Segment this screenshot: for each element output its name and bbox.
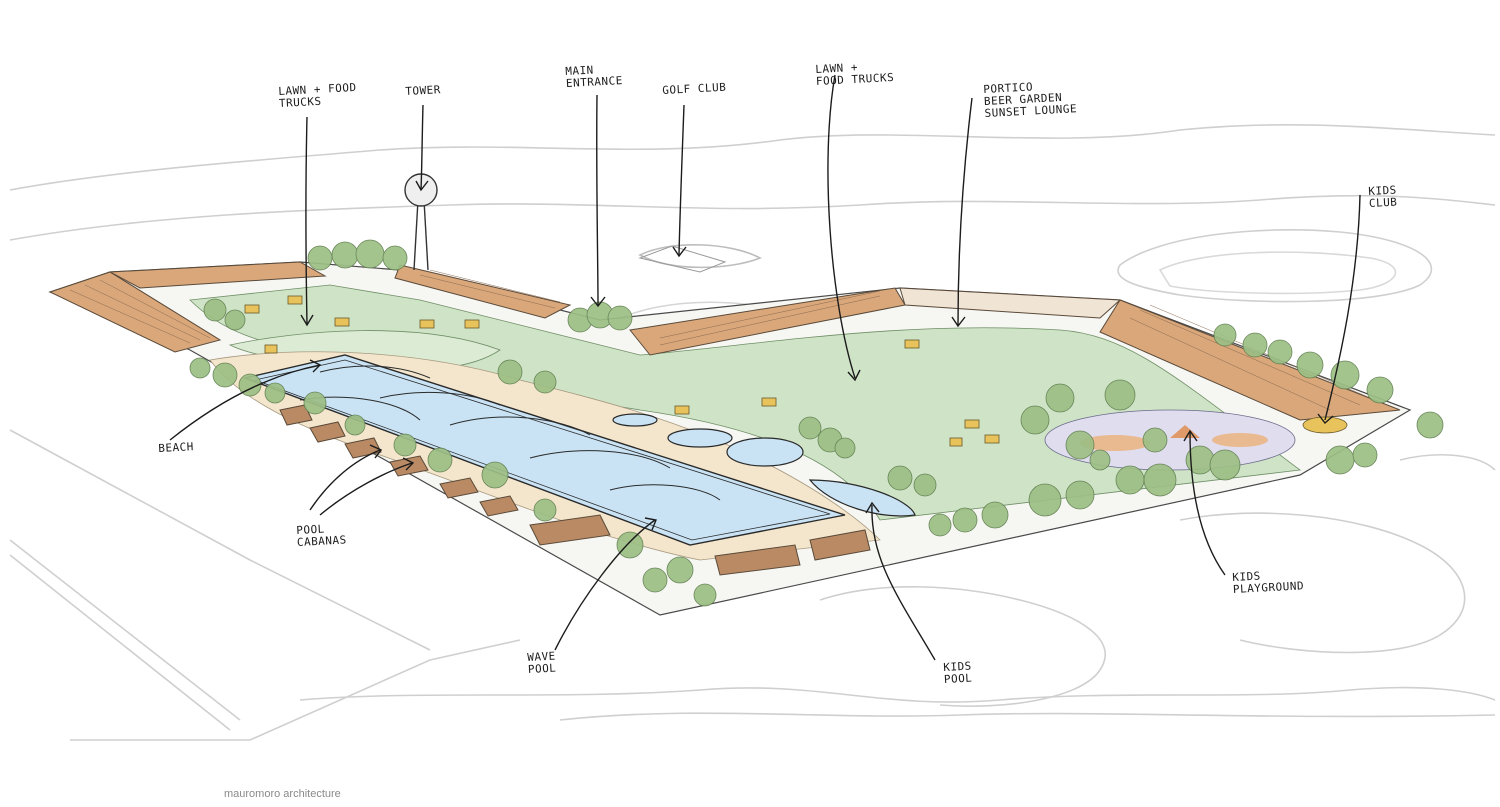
golf-club — [638, 245, 727, 273]
label-kids-playground: Kids Playground — [1231, 569, 1305, 596]
label-tower: Tower — [404, 83, 442, 98]
food-trucks — [244, 295, 1000, 447]
arrow-heads — [300, 180, 1334, 531]
label-wave-pool: Wave Pool — [526, 649, 557, 676]
trees — [189, 239, 1444, 607]
label-kids-club: Kids Club — [1367, 183, 1398, 210]
label-lawn-food-trucks-left: Lawn + Food Trucks — [277, 80, 357, 110]
wave-pool — [242, 354, 846, 546]
label-lawn-food-trucks-right: Lawn + Food Trucks — [814, 60, 895, 88]
kids-pools — [612, 413, 916, 517]
label-pool-cabanas: Pool Cabanas — [295, 522, 348, 549]
architect-credit: mauromoro architecture — [224, 788, 341, 800]
label-portico: Portico Beer Garden Sunset Lounge — [982, 80, 1078, 120]
leader-arrows — [169, 74, 1361, 661]
label-main-entrance: Main Entrance — [564, 63, 624, 90]
label-beach: Beach — [157, 440, 195, 455]
label-kids-pool: Kids Pool — [942, 659, 973, 686]
